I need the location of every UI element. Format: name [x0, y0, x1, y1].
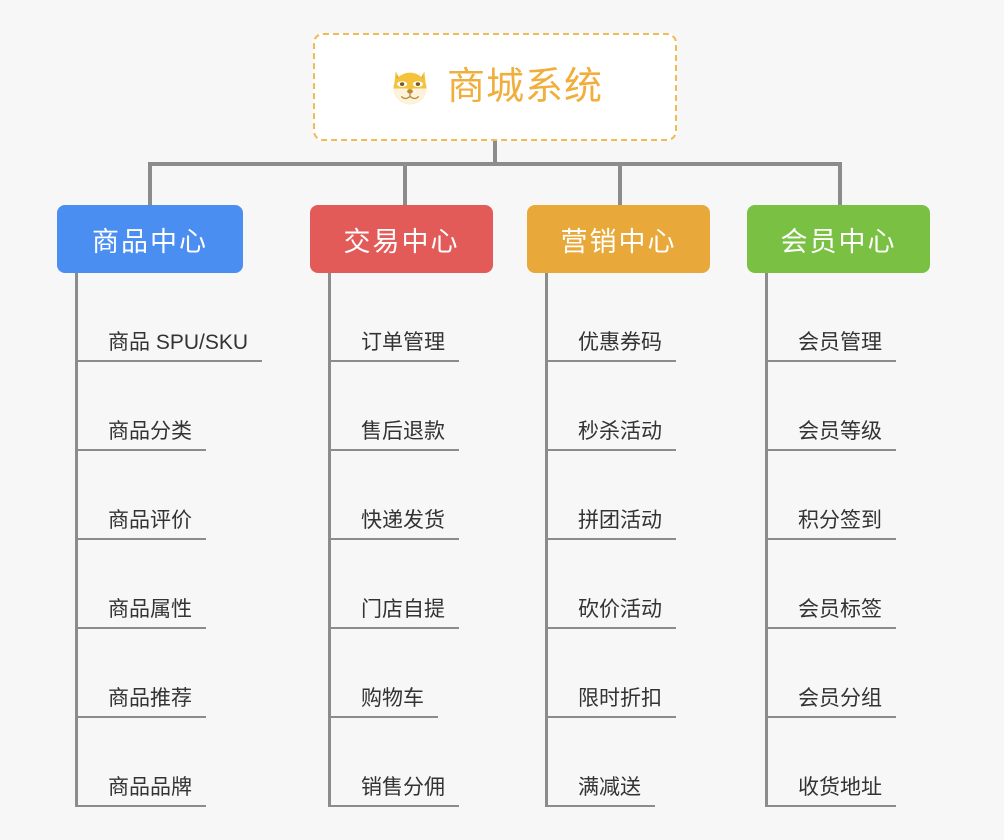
connector-root-stem: [493, 141, 497, 165]
branch-items-3: 优惠券码 秒杀活动 拼团活动 砍价活动 限时折扣 满减送: [545, 273, 713, 807]
list-item[interactable]: 商品评价: [78, 451, 247, 540]
leaf-label: 购物车: [331, 687, 438, 718]
leaf-label: 会员管理: [768, 331, 896, 362]
connector-drop-2: [403, 162, 407, 205]
connector-horizontal-bus: [148, 162, 842, 166]
leaf-label: 拼团活动: [548, 509, 676, 540]
branch-header-label-2: 交易中心: [343, 226, 460, 257]
list-item[interactable]: 砍价活动: [548, 540, 713, 629]
leaf-label: 商品推荐: [78, 687, 206, 718]
list-item[interactable]: 满减送: [548, 718, 713, 807]
list-item[interactable]: 购物车: [331, 629, 496, 718]
branch-header-3[interactable]: 营销中心: [527, 205, 710, 273]
list-item[interactable]: 快递发货: [331, 451, 496, 540]
leaf-label: 秒杀活动: [548, 420, 676, 451]
list-item[interactable]: 限时折扣: [548, 629, 713, 718]
list-item[interactable]: 会员等级: [768, 362, 933, 451]
leaf-label: 门店自提: [331, 598, 459, 629]
leaf-label: 优惠券码: [548, 331, 676, 362]
list-item[interactable]: 商品品牌: [78, 718, 247, 807]
leaf-label: 商品 SPU/SKU: [78, 331, 263, 362]
branch-column-2: 交易中心 订单管理 售后退款 快递发货 门店自提 购物车 销售分佣: [310, 205, 496, 807]
list-item[interactable]: 销售分佣: [331, 718, 496, 807]
list-item[interactable]: 会员管理: [768, 273, 933, 362]
branch-header-2[interactable]: 交易中心: [310, 205, 493, 273]
list-item[interactable]: 商品属性: [78, 540, 247, 629]
list-item[interactable]: 秒杀活动: [548, 362, 713, 451]
list-item[interactable]: 门店自提: [331, 540, 496, 629]
list-item[interactable]: 订单管理: [331, 273, 496, 362]
list-item[interactable]: 商品推荐: [78, 629, 247, 718]
list-item[interactable]: 会员分组: [768, 629, 933, 718]
list-item[interactable]: 会员标签: [768, 540, 933, 629]
shiba-dog-face-icon: [393, 71, 427, 105]
branch-header-1[interactable]: 商品中心: [57, 205, 243, 273]
leaf-label: 售后退款: [331, 420, 459, 451]
branch-header-label-4: 会员中心: [780, 226, 897, 257]
branch-header-4[interactable]: 会员中心: [747, 205, 930, 273]
connector-drop-3: [618, 162, 622, 205]
leaf-label: 订单管理: [331, 331, 459, 362]
list-item[interactable]: 售后退款: [331, 362, 496, 451]
branch-items-2: 订单管理 售后退款 快递发货 门店自提 购物车 销售分佣: [328, 273, 496, 807]
leaf-label: 快递发货: [331, 509, 459, 540]
branch-header-label-1: 商品中心: [92, 226, 208, 257]
branch-items-1: 商品 SPU/SKU 商品分类 商品评价 商品属性 商品推荐 商品品牌: [75, 273, 263, 807]
list-item[interactable]: 优惠券码: [548, 273, 713, 362]
branch-column-3: 营销中心 优惠券码 秒杀活动 拼团活动 砍价活动 限时折扣 满减送: [527, 205, 713, 807]
leaf-label: 商品分类: [78, 420, 206, 451]
list-item[interactable]: 积分签到: [768, 451, 933, 540]
leaf-label: 商品品牌: [78, 776, 206, 807]
leaf-label: 收货地址: [768, 776, 896, 807]
leaf-label: 销售分佣: [331, 776, 459, 807]
leaf-label: 会员标签: [768, 598, 896, 629]
list-item[interactable]: 商品分类: [78, 362, 247, 451]
leaf-label: 限时折扣: [548, 687, 676, 718]
leaf-label: 会员分组: [768, 687, 896, 718]
branch-items-4: 会员管理 会员等级 积分签到 会员标签 会员分组 收货地址: [765, 273, 933, 807]
branch-column-4: 会员中心 会员管理 会员等级 积分签到 会员标签 会员分组 收货地址: [747, 205, 933, 807]
leaf-label: 商品属性: [78, 598, 206, 629]
list-item[interactable]: 商品 SPU/SKU: [78, 273, 263, 362]
connector-drop-1: [148, 162, 152, 205]
leaf-label: 砍价活动: [548, 598, 676, 629]
branch-column-1: 商品中心 商品 SPU/SKU 商品分类 商品评价 商品属性 商品推荐 商品品牌: [57, 205, 263, 807]
leaf-label: 积分签到: [768, 509, 896, 540]
branch-header-label-3: 营销中心: [560, 226, 677, 257]
leaf-label: 会员等级: [768, 420, 896, 451]
root-node-card[interactable]: 商城系统: [313, 33, 677, 141]
list-item[interactable]: 拼团活动: [548, 451, 713, 540]
leaf-label: 商品评价: [78, 509, 206, 540]
connector-drop-4: [838, 162, 842, 205]
list-item[interactable]: 收货地址: [768, 718, 933, 807]
leaf-label: 满减送: [548, 776, 655, 807]
root-node-title: 商城系统: [446, 66, 603, 108]
